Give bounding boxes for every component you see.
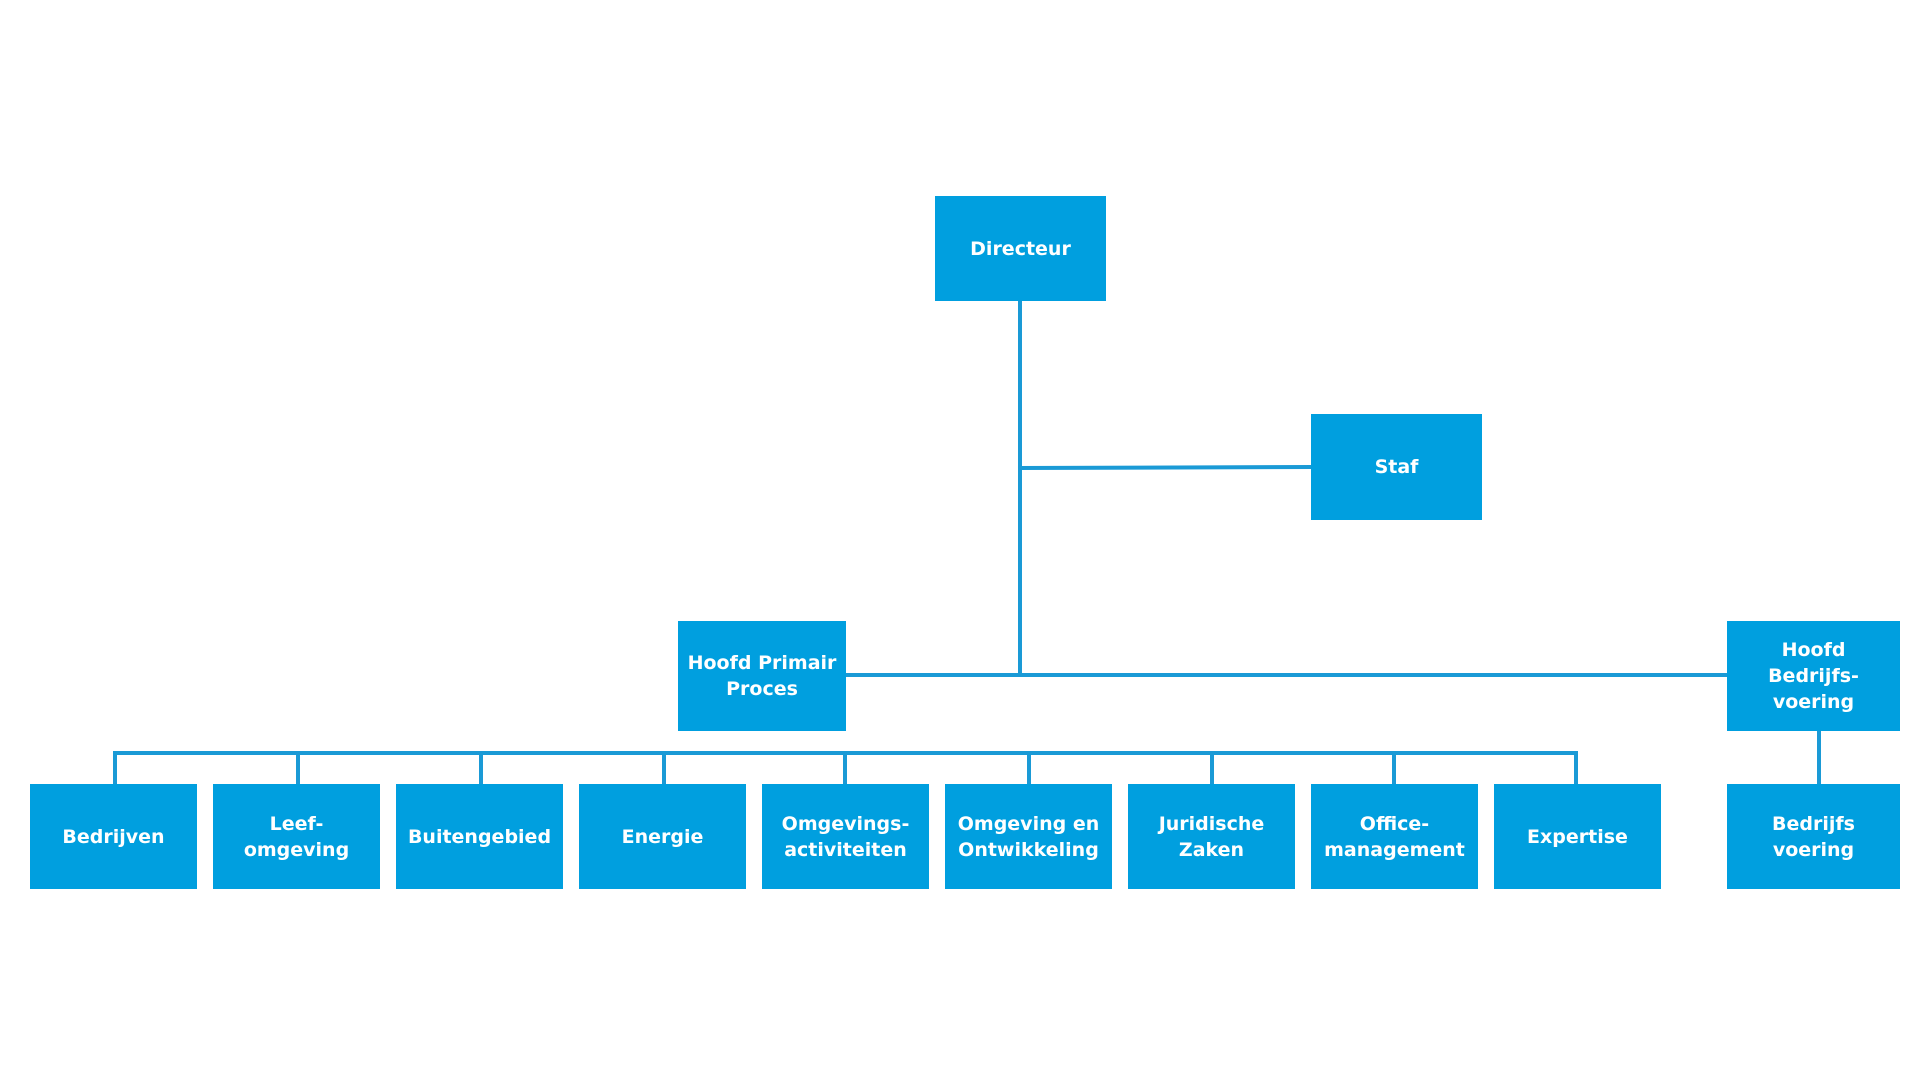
node-staf: Staf [1311,414,1482,520]
node-omgeving-ontwikkeling: Omgeving en Ontwikkeling [945,784,1112,889]
node-directeur: Directeur [935,196,1106,301]
node-bedrijven: Bedrijven [30,784,197,889]
node-label: Leef- omgeving [243,812,350,861]
node-expertise: Expertise [1494,784,1661,889]
node-omgevingsactiviteiten: Omgevings- activiteiten [762,784,929,889]
node-label: Hoofd Primair Proces [687,652,837,700]
node-label: Staf [1374,456,1419,478]
node-label: Expertise [1527,825,1628,848]
node-label: Directeur [970,237,1071,260]
node-label: Bedrijfs voering [1772,812,1855,861]
node-hoofd-bedrijfsvoering: Hoofd Bedrijfs- voering [1727,621,1900,731]
node-energie: Energie [579,784,746,889]
node-label: Juridische Zaken [1158,812,1265,861]
node-label: Bedrijven [62,825,165,848]
node-label: Energie [621,825,704,848]
node-hoofd-primair-proces: Hoofd Primair Proces [678,621,846,731]
node-label: Omgeving en Ontwikkeling [957,812,1100,861]
node-label: Buitengebied [407,825,552,848]
node-buitengebied: Buitengebied [396,784,563,889]
node-juridische-zaken: Juridische Zaken [1128,784,1295,889]
node-label: Hoofd Bedrijfs- voering [1768,639,1859,713]
node-label: Office- management [1324,812,1465,861]
node-leefomgeving: Leef- omgeving [213,784,380,889]
node-bedrijfsvoering: Bedrijfs voering [1727,784,1900,889]
node-label: Omgevings- activiteiten [781,812,910,861]
node-officemanagement: Office- management [1311,784,1478,889]
connector-staf-branch [1017,464,1314,471]
